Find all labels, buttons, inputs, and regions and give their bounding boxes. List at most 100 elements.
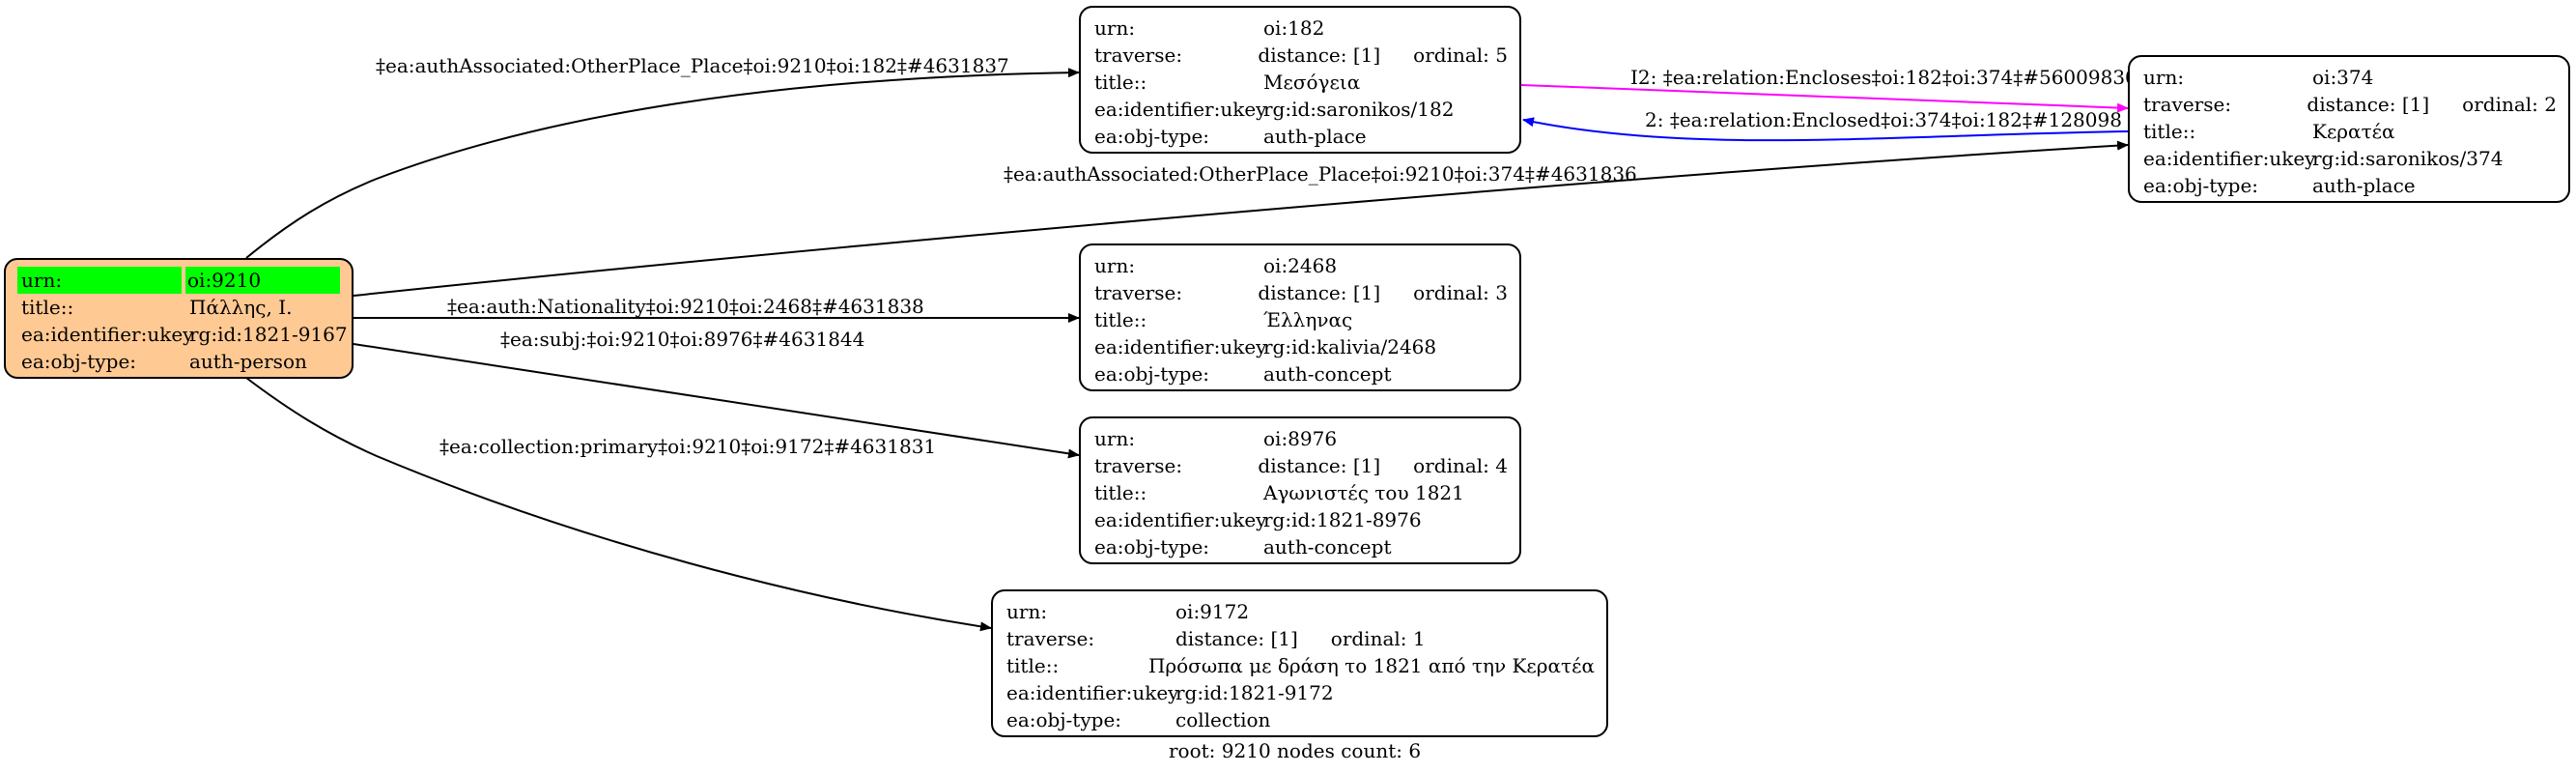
title-label: title::: [1094, 481, 1147, 504]
row-title: title:: Πάλλης, Ι.: [17, 294, 340, 321]
obj-type-label: ea:obj-type:: [21, 350, 137, 373]
obj-type-label: ea:obj-type:: [1094, 535, 1210, 558]
distance-value: distance: [1]: [1258, 454, 1381, 477]
row-urn: urn: oi:2468: [1094, 252, 1508, 279]
distance-value: distance: [1]: [1258, 281, 1381, 304]
ordinal-value: ordinal: 2: [2462, 93, 2557, 116]
node-oi-8976[interactable]: urn:oi:8976 traverse:distance: [1]ordina…: [1079, 416, 1521, 564]
row-obj-type: ea:obj-type: auth-person: [17, 348, 340, 375]
edge-label-encloses: I2: ‡ea:relation:Encloses‡oi:182‡oi:374‡…: [1630, 66, 2137, 89]
ukey-label: ea:identifier:ukey: [1006, 681, 1179, 704]
ordinal-value: ordinal: 1: [1330, 627, 1426, 650]
obj-type-value: auth-person: [189, 350, 307, 373]
urn-label: urn:: [1094, 427, 1136, 450]
edge-to-oi-9172[interactable]: [245, 377, 992, 632]
row-obj-type: ea:obj-type:collection: [1006, 706, 1595, 733]
title-value: Κερατέα: [2312, 120, 2395, 143]
node-oi-182[interactable]: urn: oi:182 traverse: distance: [1] ordinal…: [1079, 6, 1521, 154]
row-obj-type: ea:obj-type: auth-place: [1094, 123, 1508, 150]
row-urn: urn: oi:9210: [17, 267, 340, 294]
distance-value: distance: [1]: [2307, 93, 2430, 116]
traverse-label: traverse:: [1094, 43, 1183, 67]
row-title: title::Αγωνιστές του 1821: [1094, 479, 1508, 506]
row-traverse: traverse:distance: [1]ordinal: 3: [1094, 279, 1508, 306]
row-traverse: traverse: distance: [1] ordinal: 1: [1006, 625, 1595, 652]
edge-label-oi-8976: ‡ea:subj:‡oi:9210‡oi:8976‡#4631844: [500, 328, 865, 351]
obj-type-label: ea:obj-type:: [1006, 708, 1122, 731]
traverse-label: traverse:: [1094, 454, 1183, 477]
ukey-label: ea:identifier:ukey: [2143, 147, 2316, 170]
urn-value: oi:2468: [1263, 254, 1338, 277]
row-title: title::Έλληνας: [1094, 306, 1508, 333]
edge-label-enclosed: 2: ‡ea:relation:Enclosed‡oi:374‡oi:182‡#…: [1645, 108, 2122, 131]
row-urn: urn: oi:9172: [1006, 598, 1595, 625]
distance-value: distance: [1]: [1175, 627, 1298, 650]
row-urn: urn:oi:374: [2143, 64, 2557, 91]
urn-value: oi:8976: [1263, 427, 1338, 450]
obj-type-value: auth-place: [1263, 125, 1367, 148]
traverse-label: traverse:: [1006, 627, 1095, 650]
edge-to-oi-182[interactable]: [245, 68, 1080, 259]
ukey-value: rg:id:1821-9172: [1175, 681, 1334, 704]
edge-enclosed[interactable]: [1522, 117, 2129, 142]
row-obj-type: ea:obj-type:auth-concept: [1094, 360, 1508, 387]
row-obj-type: ea:obj-type: auth-place: [2143, 172, 2557, 199]
row-ukey: ea:identifier:ukey rg:id:1821-9167: [17, 321, 348, 348]
urn-value: oi:9210: [185, 267, 340, 294]
title-label: title::: [1006, 654, 1060, 677]
title-label: title::: [1094, 308, 1147, 331]
title-value: Μεσόγεια: [1263, 71, 1361, 94]
ukey-label: ea:identifier:ukey: [21, 323, 194, 346]
edge-label-oi-9172: ‡ea:collection:primary‡oi:9210‡oi:9172‡#…: [439, 435, 937, 458]
urn-label: urn:: [2143, 66, 2185, 89]
title-value: Πάλλης, Ι.: [189, 296, 293, 319]
edge-label-oi-374: ‡ea:authAssociated:OtherPlace_Place‡oi:9…: [1004, 162, 1637, 186]
title-label: title::: [2143, 120, 2196, 143]
urn-label: urn:: [1006, 600, 1048, 623]
graph-footer: root: 9210 nodes count: 6: [1169, 739, 1422, 762]
row-traverse: traverse:distance: [1]ordinal: 4: [1094, 452, 1508, 479]
urn-value: oi:9172: [1175, 600, 1250, 623]
row-title: title::Μεσόγεια: [1094, 69, 1508, 96]
row-title: title::Πρόσωπα με δράση το 1821 από την …: [1006, 652, 1595, 679]
traverse-label: traverse:: [1094, 281, 1183, 304]
obj-type-label: ea:obj-type:: [1094, 362, 1210, 386]
edge-label-oi-182: ‡ea:authAssociated:OtherPlace_Place‡oi:9…: [376, 54, 1009, 77]
urn-label: urn:: [1094, 16, 1136, 40]
row-urn: urn: oi:182: [1094, 14, 1508, 42]
ukey-value: rg:id:kalivia/2468: [1263, 335, 1437, 358]
urn-value: oi:182: [1263, 16, 1325, 40]
node-oi-9210[interactable]: urn: oi:9210 title:: Πάλλης, Ι. ea:ident…: [4, 258, 354, 379]
row-traverse: traverse: distance: [1] ordinal: 5: [1094, 42, 1508, 69]
ukey-value: rg:id:1821-8976: [1263, 508, 1422, 531]
obj-type-label: ea:obj-type:: [2143, 174, 2259, 197]
distance-value: distance: [1]: [1258, 43, 1381, 67]
edge-to-oi-374[interactable]: [353, 140, 2129, 297]
traverse-label: traverse:: [2143, 93, 2232, 116]
ordinal-value: ordinal: 5: [1413, 43, 1508, 67]
node-oi-9172[interactable]: urn: oi:9172 traverse: distance: [1] ordina…: [991, 589, 1608, 737]
row-urn: urn: oi:8976: [1094, 425, 1508, 452]
row-title: title::Κερατέα: [2143, 118, 2557, 145]
ukey-value: rg:id:saronikos/182: [1263, 98, 1455, 121]
urn-label: urn:: [1094, 254, 1136, 277]
node-oi-374[interactable]: urn:oi:374 traverse: distance: [1] ordinal…: [2128, 55, 2570, 203]
title-value: Έλληνας: [1263, 308, 1353, 331]
ukey-label: ea:identifier:ukey: [1094, 335, 1267, 358]
obj-type-value: auth-place: [2312, 174, 2416, 197]
title-value: Πρόσωπα με δράση το 1821 από την Κερατέα: [1147, 654, 1595, 677]
edge-encloses[interactable]: [1520, 84, 2129, 113]
title-label: title::: [21, 296, 74, 319]
node-oi-2468[interactable]: urn:oi:2468 traverse:distance: [1]ordina…: [1079, 243, 1521, 391]
ukey-value: rg:id:1821-9167: [189, 323, 348, 346]
urn-label: urn:: [17, 267, 182, 294]
ukey-value: rg:id:saronikos/374: [2312, 147, 2504, 170]
obj-type-label: ea:obj-type:: [1094, 125, 1210, 148]
row-traverse: traverse: distance: [1] ordinal: 2: [2143, 91, 2557, 118]
